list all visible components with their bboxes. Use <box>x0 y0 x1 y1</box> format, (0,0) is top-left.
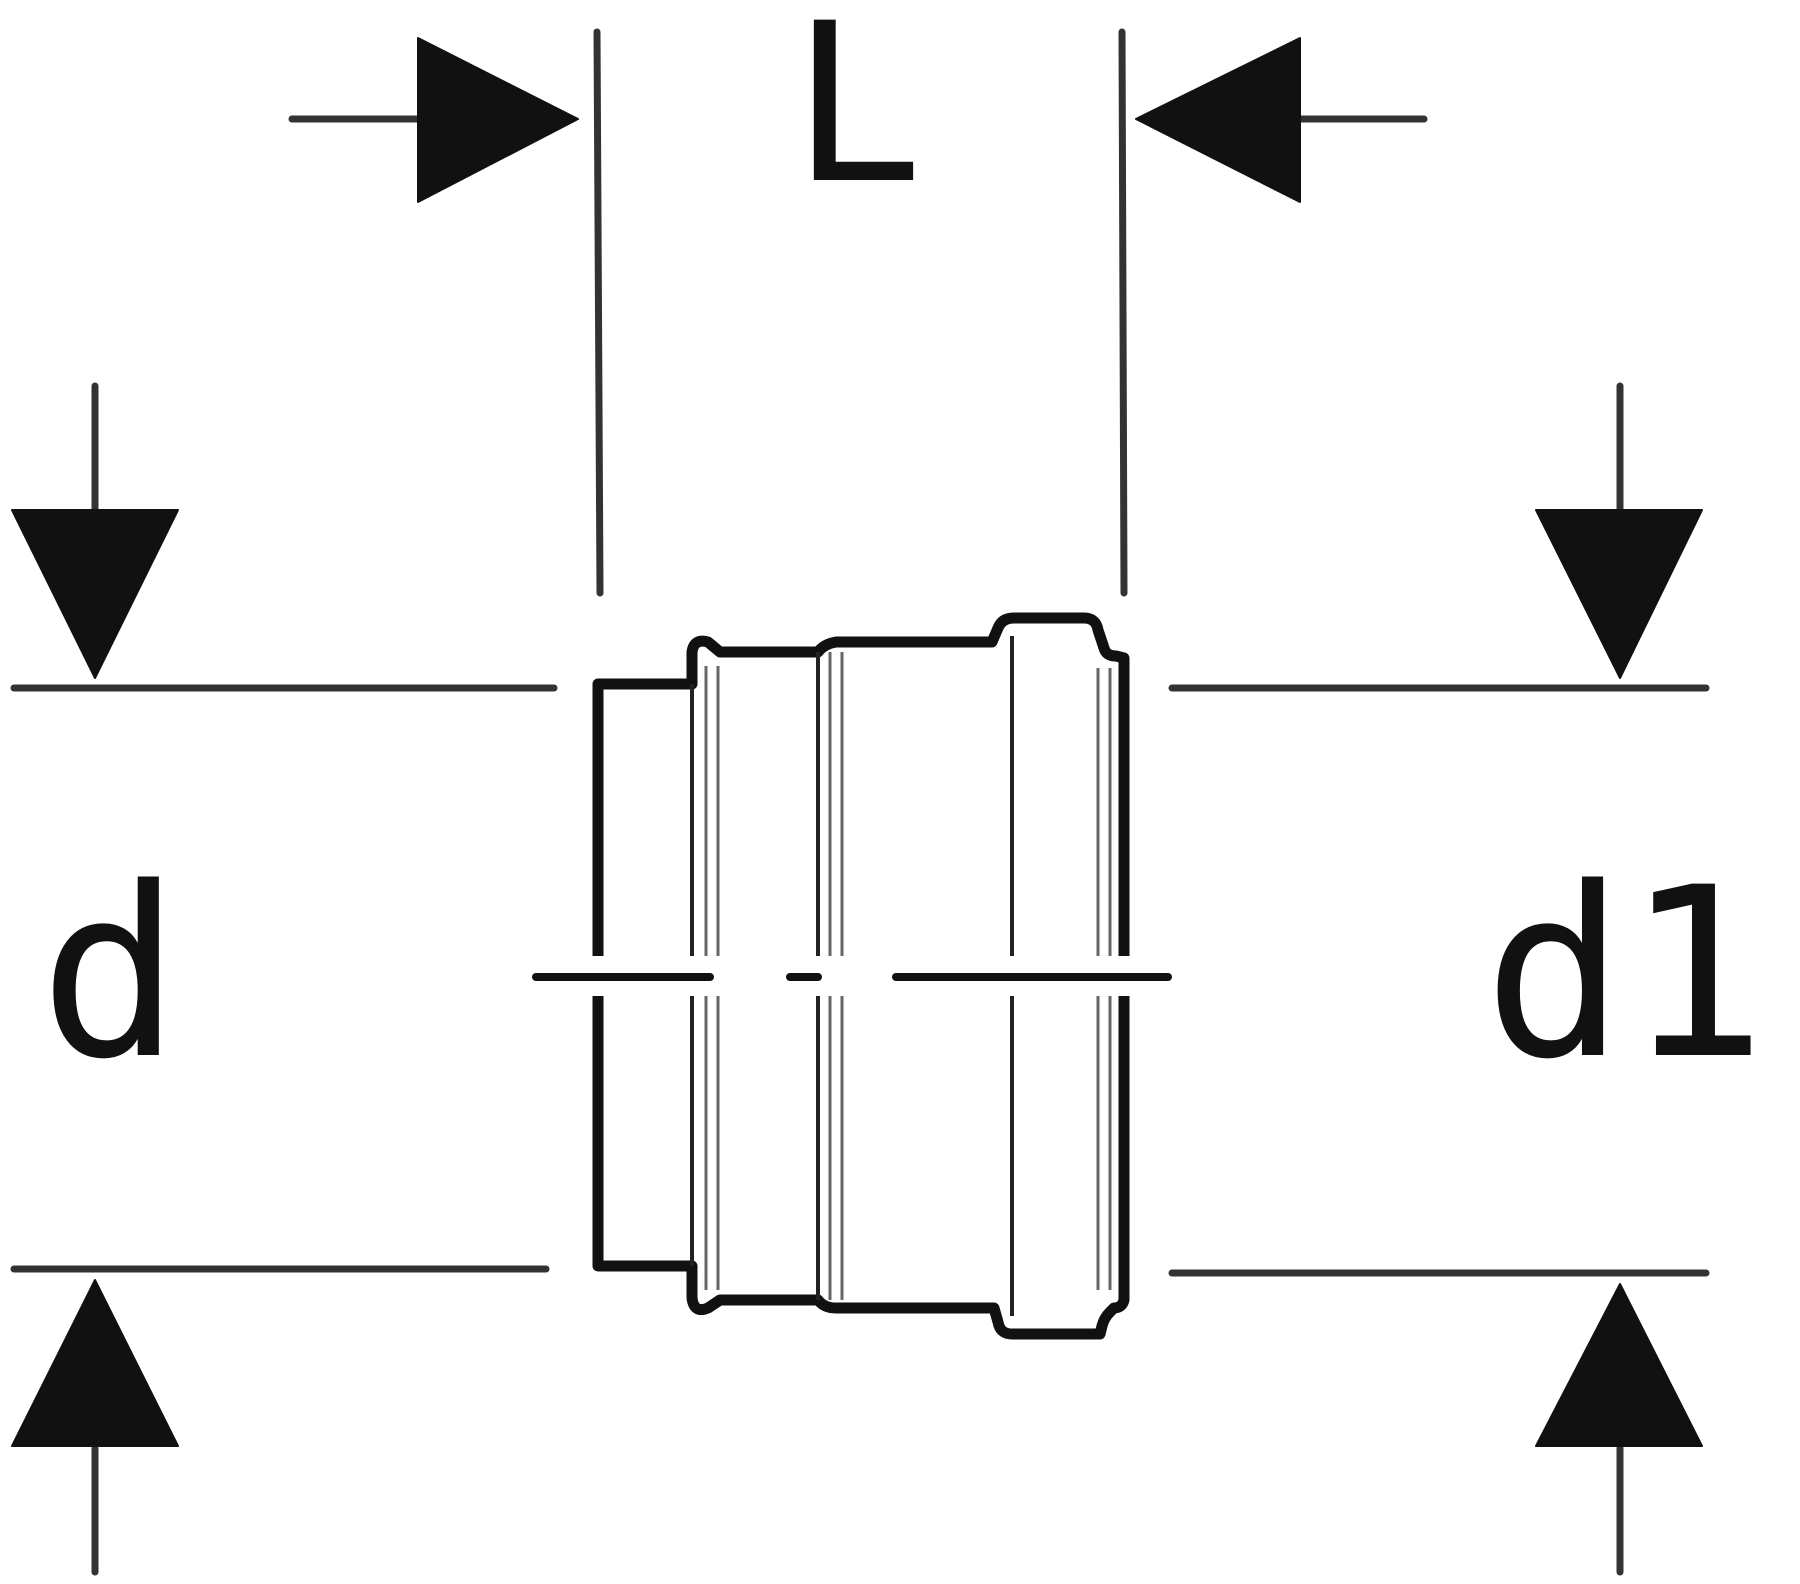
outlet-diameter-arrow-up-icon <box>1535 1283 1703 1447</box>
inlet-diameter-dimension: d <box>10 382 558 1576</box>
outlet-diameter-dimension: d1 <box>1168 382 1768 1576</box>
length-arrow-left-icon <box>417 37 579 203</box>
inlet-diameter-arrow-down-icon <box>11 509 179 679</box>
length-label: L <box>791 0 923 232</box>
inlet-diameter-label: d <box>39 838 180 1111</box>
length-extension-line-right <box>1118 28 1128 597</box>
length-extension-line-left <box>593 28 604 597</box>
length-dimension: L <box>288 0 1428 597</box>
outlet-diameter-arrow-down-icon <box>1535 509 1703 679</box>
center-axis <box>532 956 1172 996</box>
inlet-diameter-arrow-up-icon <box>11 1279 179 1447</box>
outlet-diameter-label: d1 <box>1484 838 1767 1111</box>
length-arrow-right-icon <box>1135 37 1301 203</box>
